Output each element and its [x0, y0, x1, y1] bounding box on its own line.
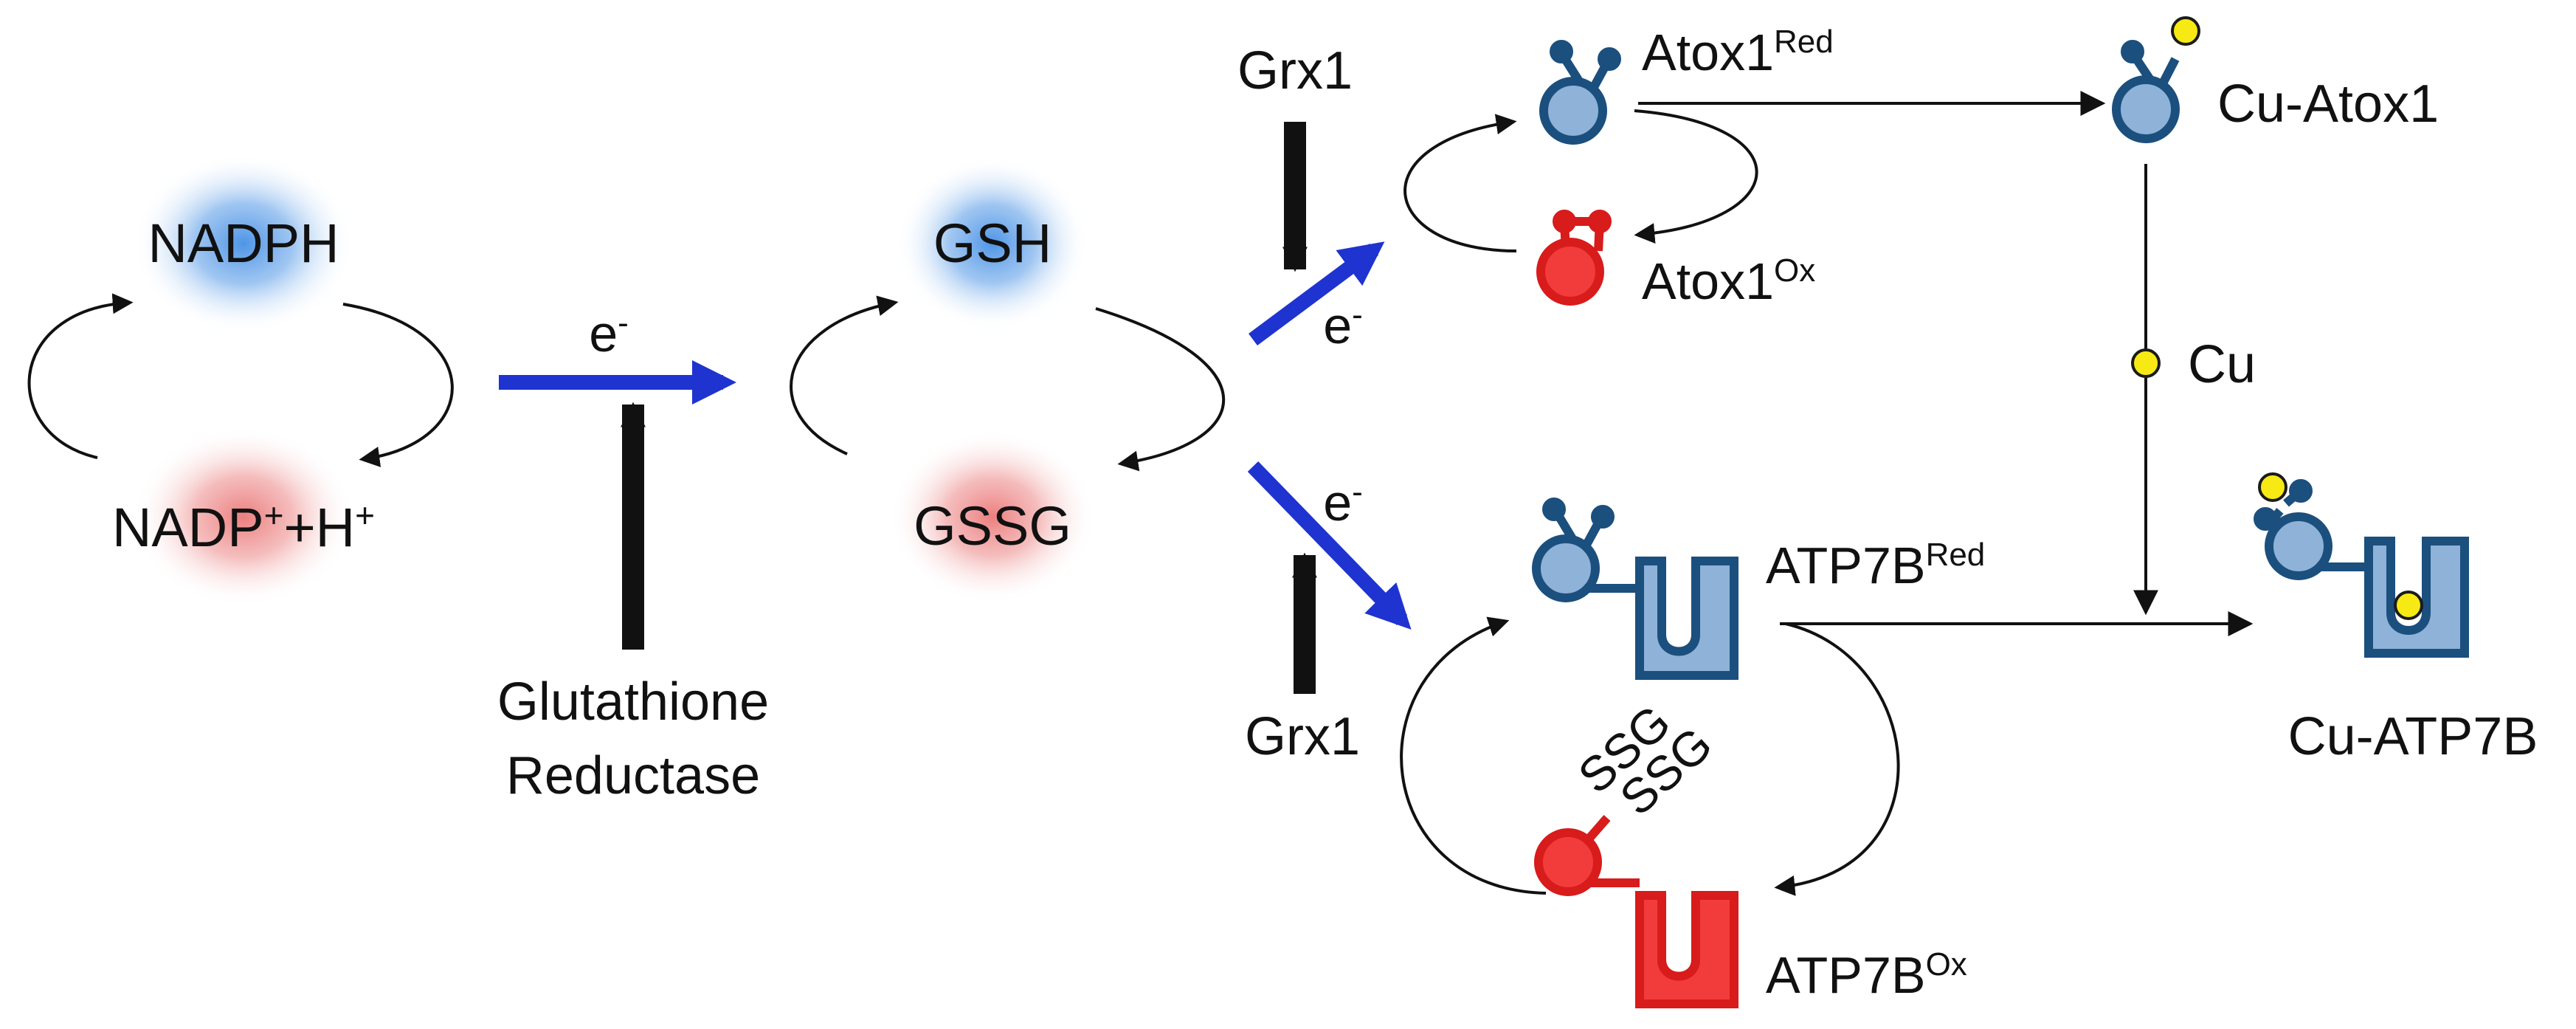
- atp7b-red-label: ATP7BRed: [1766, 537, 1985, 595]
- cu-atox1-label: Cu-Atox1: [2217, 75, 2439, 134]
- cu-atox1-protein: [2112, 40, 2180, 143]
- cu-atp7b-label: Cu-ATP7B: [2288, 707, 2538, 766]
- gssg-glow: [889, 430, 1096, 604]
- nadph-label: NADPH: [148, 213, 339, 274]
- gsh-to-gssg-arrow: [1095, 307, 1226, 472]
- nadp-glow: [133, 427, 354, 607]
- cu-atp7b-protein: [2254, 479, 2469, 658]
- electron-arrow-atp7b: [1247, 461, 1412, 630]
- atox1-red-label: Atox1Red: [1642, 24, 1834, 82]
- nadph-to-nadp-arrow: [342, 303, 454, 467]
- grx1-label-top: Grx1: [1237, 41, 1353, 100]
- electron-arrow-atox1: [1249, 241, 1385, 346]
- gsh-glow: [897, 156, 1088, 331]
- atp7b-ox-label: ATP7BOx: [1766, 946, 1967, 1005]
- nadp-label: NADP++H+: [112, 496, 375, 558]
- atp7b-ox-to-red-arrow: [1400, 616, 1547, 895]
- grx1-label-bottom: Grx1: [1245, 707, 1360, 766]
- cu-atom-atp7b-domain: [2258, 472, 2287, 502]
- gsh-label: GSH: [933, 213, 1052, 274]
- cu-atom-atox1: [2171, 16, 2200, 46]
- atox1-ox-to-red-arrow: [1403, 114, 1517, 252]
- cu-transfer-label: Cu: [2188, 335, 2256, 394]
- nadph-glow: [133, 154, 354, 334]
- electron-label-1: e-: [589, 305, 629, 363]
- atox1-ox-label: Atox1Ox: [1642, 252, 1815, 311]
- electron-label-atp7b: e-: [1323, 474, 1363, 532]
- gssg-label: GSSG: [914, 495, 1071, 557]
- nadp-to-nadph-arrow: [27, 293, 134, 459]
- atp7b-ox-protein: [1534, 815, 1738, 1008]
- glutathione-reductase-label-line2: Reductase: [506, 746, 760, 805]
- cu-atom-atp7b-pocket: [2394, 591, 2423, 620]
- cu-atom-transfer: [2131, 348, 2161, 378]
- glutathione-reductase-label-line1: Glutathione: [497, 672, 769, 732]
- atox1-red-protein: [1539, 40, 1621, 145]
- atp7b-red-to-ox-arrow: [1774, 622, 1900, 896]
- gssg-to-gsh-arrow: [790, 295, 899, 455]
- atox1-red-to-ox-arrow: [1634, 109, 1758, 244]
- electron-label-atox1: e-: [1323, 297, 1363, 355]
- atp7b-red-protein: [1532, 498, 1738, 680]
- atox1-ox-protein: [1536, 210, 1612, 306]
- glutathione-tags: SSG SSG: [1567, 694, 1722, 825]
